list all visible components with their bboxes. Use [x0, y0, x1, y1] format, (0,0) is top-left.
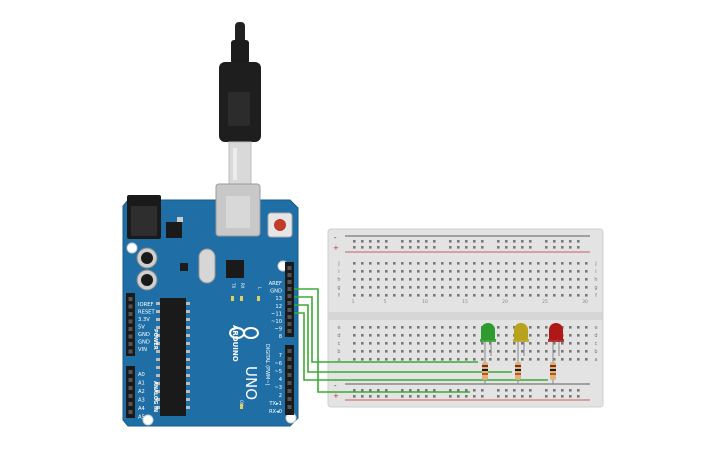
- pin-label: ~11: [271, 311, 282, 317]
- row-letter: e: [594, 325, 597, 331]
- wire-gnd: [294, 288, 470, 393]
- column-number: 5: [384, 299, 387, 305]
- pin-label: A3: [138, 398, 145, 404]
- analog-header[interactable]: [126, 366, 135, 418]
- row-letter: i: [338, 269, 339, 275]
- row-letter: a: [337, 357, 340, 363]
- row-letter: e: [337, 325, 340, 331]
- row-letter: f: [338, 293, 340, 299]
- pin-label: A5: [138, 415, 145, 421]
- digital-header-top[interactable]: [285, 262, 294, 337]
- row-letter: c: [338, 341, 341, 347]
- pin-label: RX◂0: [269, 409, 282, 415]
- pin-label: ~3: [274, 385, 282, 391]
- resistor[interactable]: [550, 352, 556, 384]
- atmega-chip: [156, 298, 190, 416]
- row-letter: a: [594, 357, 597, 363]
- pin-label: ~10: [271, 319, 282, 325]
- pin-label: A1: [138, 381, 145, 387]
- pin-label: AREF: [269, 281, 282, 287]
- pin-label: RESET: [138, 310, 155, 316]
- pin-label: A2: [138, 389, 145, 395]
- power-label: POWER: [152, 329, 158, 350]
- pin-label: GND: [138, 332, 150, 338]
- row-letter: j: [594, 261, 596, 267]
- row-letter: h: [594, 277, 597, 283]
- row-letter: i: [595, 269, 596, 275]
- row-letter: h: [337, 277, 340, 283]
- pin-label: GND: [270, 289, 282, 295]
- row-letter: j: [337, 261, 339, 267]
- arduino-brand: ARDUINO: [231, 325, 239, 362]
- on-label: ON: [239, 400, 244, 406]
- row-letter: f: [595, 293, 597, 299]
- pin-label: GND: [138, 340, 150, 346]
- arduino-logo: [229, 327, 259, 339]
- rail-top-plus: +: [333, 244, 339, 252]
- rx-label: RX: [240, 283, 245, 289]
- pin-label: ~6: [274, 361, 282, 367]
- pin-label: A4: [138, 406, 146, 412]
- analog-label: ANALOG IN: [152, 381, 158, 412]
- l-label: L: [257, 287, 262, 290]
- pin-label: 12: [275, 304, 282, 310]
- pin-label: 4: [279, 377, 283, 383]
- pin-label: 13: [275, 296, 282, 302]
- row-letter: d: [337, 333, 340, 339]
- pin-label: 2: [279, 393, 282, 399]
- usb-cable[interactable]: [219, 22, 261, 185]
- pin-label: ~5: [274, 369, 282, 375]
- pin-label: VIN: [138, 347, 147, 353]
- wires[interactable]: [294, 288, 548, 393]
- pin-label: 7: [279, 353, 282, 359]
- red-led[interactable]: [548, 323, 564, 356]
- row-letter: g: [594, 285, 597, 291]
- green-led[interactable]: [480, 323, 496, 356]
- row-letter: g: [337, 285, 340, 291]
- wire-pin13: [294, 296, 478, 363]
- wire-pin11: [294, 312, 548, 381]
- rail-bottom-minus: -: [334, 382, 337, 390]
- arduino-model: UNO: [242, 366, 260, 400]
- column-number: 10: [422, 299, 428, 305]
- tx-label: TX: [231, 282, 236, 288]
- row-letter: b: [337, 349, 340, 355]
- rail-bottom-plus: +: [333, 392, 339, 400]
- arduino-board[interactable]: ARDUINO UNO DIGITAL (PWM~) POWER ANALOG …: [122, 183, 299, 427]
- pin-label: ~9: [274, 327, 282, 333]
- column-number: 15: [462, 299, 468, 305]
- row-letter: c: [595, 341, 598, 347]
- pin-label: TX▸1: [268, 401, 282, 407]
- resistor[interactable]: [482, 352, 488, 384]
- row-letter: d: [594, 333, 597, 339]
- pin-label: A0: [138, 372, 145, 378]
- digital-header-bottom[interactable]: [285, 345, 294, 415]
- pin-label: 5V: [138, 325, 145, 331]
- column-number: 20: [502, 299, 508, 305]
- wire-pin12: [294, 304, 512, 373]
- column-number: 1: [352, 299, 355, 305]
- digital-label: DIGITAL (PWM~): [264, 344, 270, 386]
- power-header[interactable]: [126, 293, 135, 356]
- pin-label: 3.3V: [138, 317, 150, 323]
- rail-top-minus: -: [334, 234, 337, 242]
- row-letter: b: [594, 349, 597, 355]
- yellow-led[interactable]: [513, 323, 529, 356]
- pin-label: IOREF: [138, 302, 153, 308]
- resistor[interactable]: [515, 352, 521, 384]
- column-number: 30: [582, 299, 588, 305]
- pin-label: 8: [279, 334, 282, 340]
- column-number: 25: [542, 299, 548, 305]
